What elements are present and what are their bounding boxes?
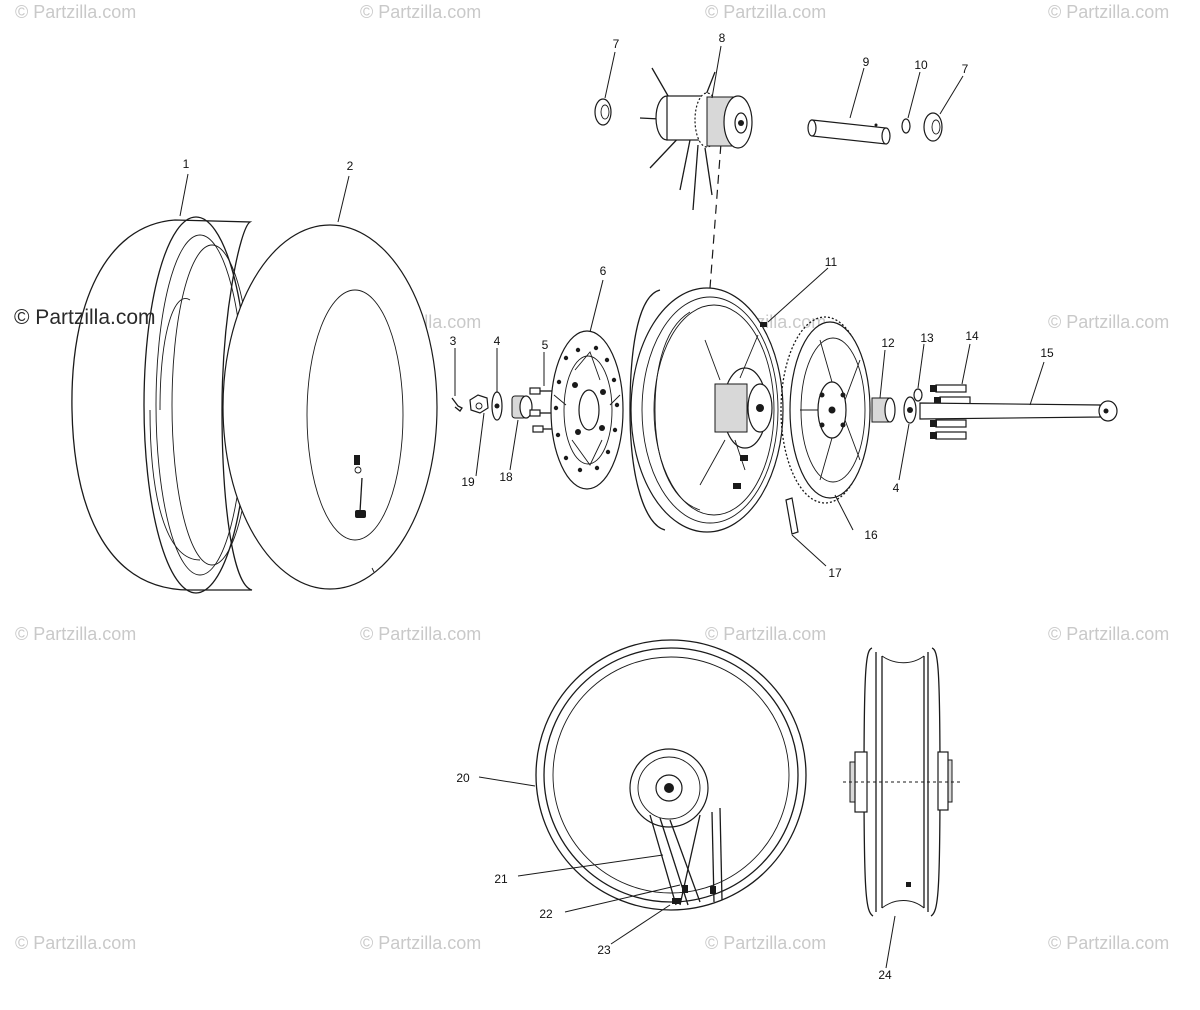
spacer-part-12[interactable] [871,397,896,423]
callout-21: 21 [494,872,508,886]
bearing-part-7-left[interactable] [594,98,612,126]
callout-4: 4 [494,334,501,348]
bearing-part-7-right[interactable] [923,112,943,142]
washer-part-4-right[interactable] [903,396,917,424]
spoke-nut-part-23[interactable] [672,898,681,904]
washer-part-13[interactable] [913,388,923,402]
axle-nut-part-19[interactable] [469,394,489,414]
spacer-ring-part-10[interactable] [901,118,911,134]
axle-spacer-part-9[interactable] [807,119,891,145]
callout-17: 17 [828,566,842,580]
callout-24: 24 [878,968,892,982]
callout-12: 12 [881,336,895,350]
wheel-side-view-part-24[interactable] [843,647,960,917]
spacer-part-18[interactable] [511,395,533,419]
belt-part-17[interactable] [785,497,799,535]
cotter-pin-part-3[interactable] [451,397,463,412]
inner-tube-part-2[interactable] [222,224,438,590]
callout-4b: 4 [893,481,900,495]
callout-7: 7 [613,37,620,51]
callout-14: 14 [965,329,979,343]
bolts-part-5[interactable] [529,387,552,433]
callout-16: 16 [864,528,878,542]
rear-wheel-part-11[interactable] [629,287,784,533]
callout-9: 9 [863,55,870,69]
wheel-front-view-part-20[interactable] [535,639,807,911]
callout-22: 22 [539,907,553,921]
callout-18: 18 [499,470,513,484]
callout-23: 23 [597,943,611,957]
callout-labels: 1 2 3 4 4 5 6 7 7 8 9 10 11 12 13 14 15 … [183,31,1054,982]
alignment-line [709,129,723,289]
callout-3: 3 [450,334,457,348]
callout-15: 15 [1040,346,1054,360]
callout-11: 11 [825,255,838,269]
watermark-prominent: © Partzilla.com [14,306,156,329]
brake-rotor-part-6[interactable] [550,330,624,490]
callout-20: 20 [456,771,470,785]
drive-pulley-part-16[interactable] [780,316,871,504]
hub-part-8[interactable] [639,67,753,211]
callout-7b: 7 [962,62,969,76]
leader-lines [179,45,1045,969]
axle-part-15[interactable] [919,400,1118,422]
spoke-nipples-part-22[interactable] [682,885,716,894]
callout-1: 1 [183,157,190,171]
bolts-part-14[interactable] [930,384,971,440]
callout-2: 2 [347,159,354,173]
callout-13: 13 [920,331,934,345]
washer-part-4-left[interactable] [491,391,503,421]
callout-6: 6 [600,264,607,278]
callout-19: 19 [461,475,475,489]
callout-8: 8 [719,31,726,45]
callout-10: 10 [914,58,928,72]
callout-5: 5 [542,338,549,352]
